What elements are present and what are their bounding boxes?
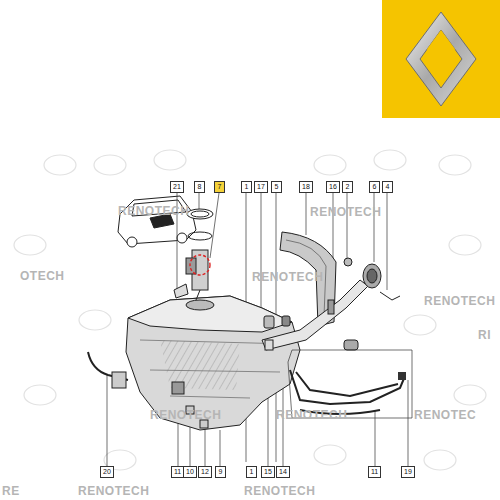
callout-box: 5 bbox=[271, 181, 282, 193]
callout-number: 11 bbox=[174, 468, 181, 475]
callout-number: 12 bbox=[201, 468, 209, 475]
callout-number: 1 bbox=[245, 183, 249, 190]
watermark-text: OTECH bbox=[20, 269, 65, 283]
callout-number: 8 bbox=[198, 183, 202, 190]
callout-box: 2 bbox=[342, 181, 353, 193]
watermark-text: RENOTEC bbox=[414, 408, 476, 422]
callout-box: 18 bbox=[299, 181, 313, 193]
callout-box: 11 bbox=[368, 466, 381, 478]
callout-number: 16 bbox=[329, 183, 337, 190]
callout-number: 2 bbox=[346, 183, 350, 190]
callout-box: 7 bbox=[214, 181, 225, 193]
watermark-text: RENOTECH bbox=[244, 484, 315, 498]
callout-number: 10 bbox=[186, 468, 194, 475]
callout-number: 18 bbox=[302, 183, 310, 190]
watermark-text: RENOTECH bbox=[118, 204, 189, 218]
callout-number: 14 bbox=[279, 468, 287, 475]
callout-box: 10 bbox=[183, 466, 197, 478]
callout-box: 19 bbox=[401, 466, 415, 478]
callout-box: 15 bbox=[261, 466, 275, 478]
callout-number: 17 bbox=[257, 183, 265, 190]
callout-number: 7 bbox=[218, 183, 222, 190]
watermark-text: RENOTECH bbox=[252, 270, 323, 284]
callout-number: 15 bbox=[264, 468, 272, 475]
clip-fittings bbox=[112, 372, 406, 388]
watermark-text: RENOTECH bbox=[150, 408, 221, 422]
callout-box: 6 bbox=[369, 181, 380, 193]
callout-box: 16 bbox=[326, 181, 340, 193]
callout-box: 17 bbox=[254, 181, 268, 193]
watermark-logos bbox=[14, 150, 486, 470]
watermark-text: RI bbox=[478, 328, 491, 342]
callout-number: 5 bbox=[275, 183, 279, 190]
callout-number: 1 bbox=[250, 468, 254, 475]
callout-box: 12 bbox=[198, 466, 212, 478]
callout-number: 9 bbox=[219, 468, 223, 475]
callout-number: 20 bbox=[103, 468, 111, 475]
callout-box: 1 bbox=[246, 466, 257, 478]
callout-box: 20 bbox=[100, 466, 114, 478]
leader-lines bbox=[107, 193, 408, 466]
callout-number: 19 bbox=[404, 468, 412, 475]
watermark-text: RENOTECH bbox=[78, 484, 149, 498]
callout-box: 1 bbox=[241, 181, 252, 193]
fuel-tank bbox=[126, 296, 300, 430]
fuel-pump-module bbox=[174, 209, 213, 300]
hoses bbox=[88, 352, 405, 414]
callout-box: 9 bbox=[215, 466, 226, 478]
callout-number: 11 bbox=[371, 468, 378, 475]
callout-number: 4 bbox=[386, 183, 390, 190]
callout-box: 8 bbox=[194, 181, 205, 193]
callout-number: 6 bbox=[373, 183, 377, 190]
watermark-text: RENOTECH bbox=[276, 408, 347, 422]
group-bracket bbox=[288, 350, 412, 418]
callout-box: 4 bbox=[382, 181, 393, 193]
watermark-text: RENOTECH bbox=[310, 205, 381, 219]
callout-number: 21 bbox=[173, 183, 181, 190]
watermark-text: RE bbox=[2, 484, 20, 498]
callout-box: 21 bbox=[170, 181, 184, 193]
vehicle-sketch bbox=[118, 196, 196, 247]
brand-logo bbox=[382, 0, 500, 118]
callout-box: 14 bbox=[276, 466, 290, 478]
watermark-text: RENOTECH bbox=[424, 294, 495, 308]
